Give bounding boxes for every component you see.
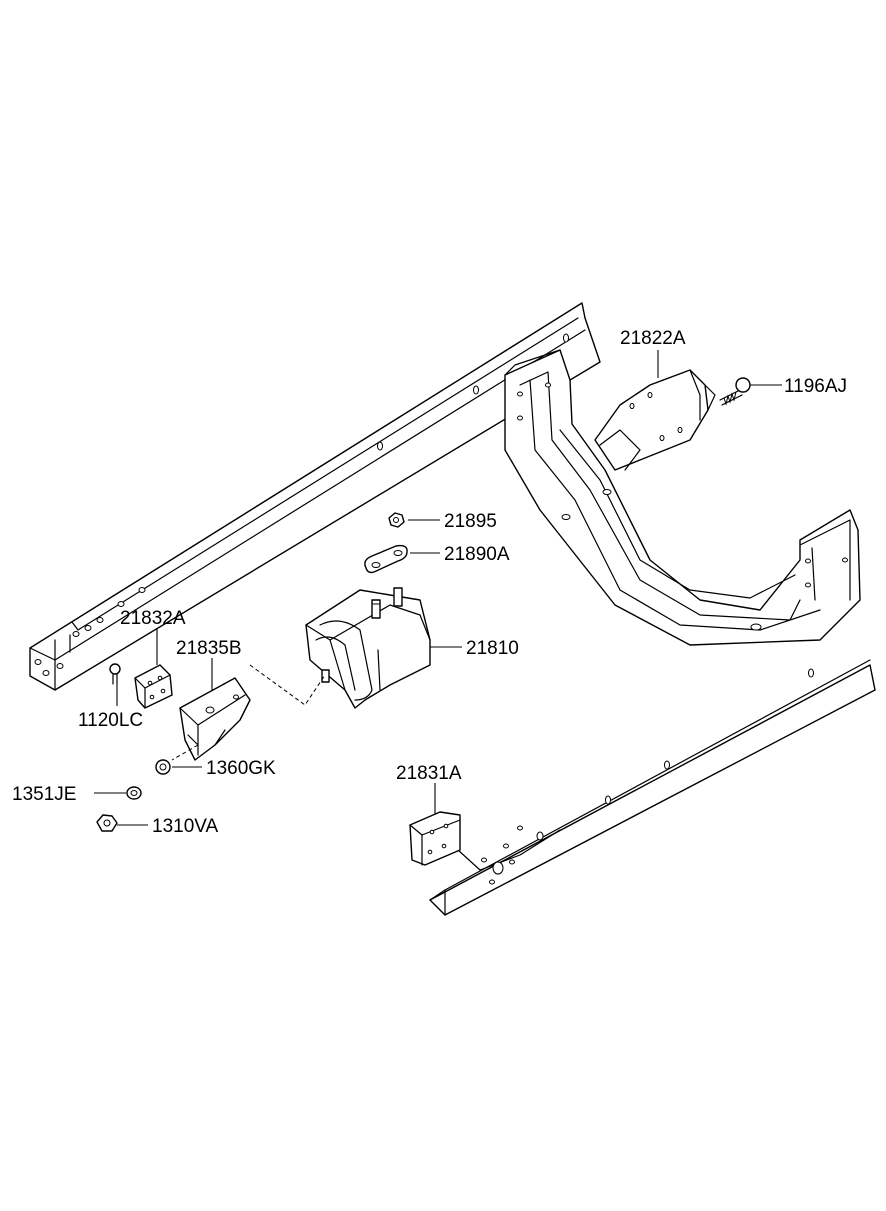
label-1351JE: 1351JE (12, 784, 76, 805)
label-21832A: 21832A (120, 608, 186, 629)
label-21822A: 21822A (620, 328, 686, 349)
leader-lines (94, 350, 782, 826)
assembly-lines (171, 664, 326, 761)
part-21890A-plate (364, 544, 408, 574)
label-1196AJ: 1196AJ (784, 376, 847, 397)
part-1120LC-bolt (109, 663, 121, 685)
part-21832A-bracket (134, 664, 173, 709)
label-1120LC: 1120LC (78, 710, 143, 731)
label-1360GK: 1360GK (206, 758, 276, 779)
part-21831A-bracket (409, 811, 461, 866)
part-21835B-bracket (179, 677, 251, 761)
part-21822A-bracket (594, 369, 716, 471)
part-21895-nut (388, 512, 405, 528)
left-frame-rail (29, 302, 601, 691)
lower-frame-rail (429, 659, 876, 916)
part-21810-insulator (305, 587, 431, 709)
label-21831A: 21831A (396, 763, 462, 784)
part-1360GK-nut (155, 759, 171, 775)
label-21895: 21895 (444, 511, 497, 532)
crossmember (504, 349, 861, 646)
label-21835B: 21835B (176, 638, 242, 659)
label-1310VA: 1310VA (152, 816, 219, 837)
part-1310VA-nut (96, 814, 118, 832)
part-1196AJ-bolt (719, 377, 751, 406)
label-21890A: 21890A (444, 544, 510, 565)
callout-labels: 21822A 1196AJ 21895 21890A 21832A 21835B… (12, 328, 847, 837)
part-1351JE-washer (126, 786, 142, 800)
label-21810: 21810 (466, 638, 519, 659)
